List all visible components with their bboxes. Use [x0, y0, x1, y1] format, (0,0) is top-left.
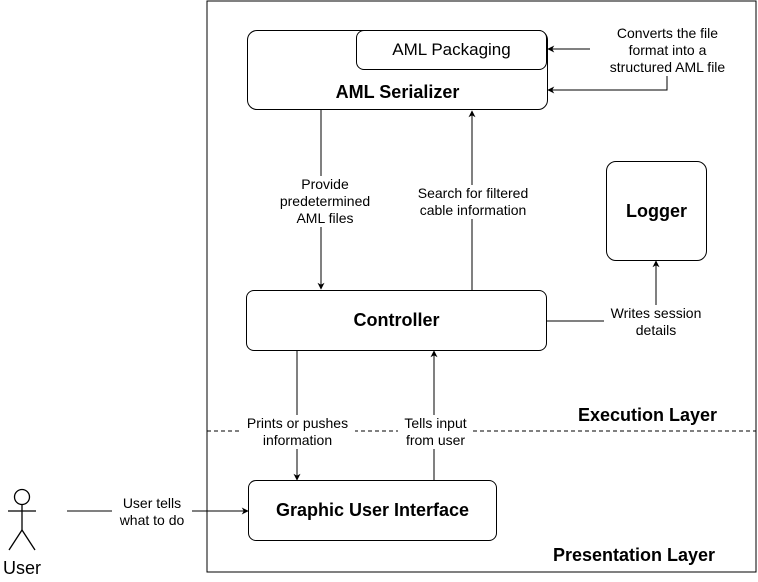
aml-serializer-label: AML Serializer	[335, 82, 460, 102]
edge-label-tells-input: Tells input from user	[398, 415, 473, 449]
edge-label-converts: Converts the file format into a structur…	[590, 25, 745, 76]
edge-converts-bottom	[547, 76, 668, 94]
logger-label: Logger	[626, 200, 687, 221]
presentation-layer-title: Presentation Layer	[553, 545, 716, 565]
edge-label-writes: Writes session details	[604, 305, 708, 339]
edge-label-user-tells: User tells what to do	[112, 495, 192, 529]
aml-packaging-label: AML Packaging	[392, 40, 511, 59]
user-actor-label: User	[2, 558, 41, 578]
aml-packaging-node[interactable]: AML Packaging	[356, 30, 547, 70]
controller-label: Controller	[353, 310, 440, 330]
controller-node[interactable]: Controller	[246, 290, 547, 351]
gui-node[interactable]: Graphic User Interface	[248, 480, 497, 541]
edge-label-search: Search for filtered cable information	[411, 185, 535, 219]
user-actor-icon	[8, 488, 36, 551]
gui-label: Graphic User Interface	[275, 500, 470, 520]
edge-label-prints: Prints or pushes information	[240, 415, 355, 449]
edge-label-provide: Provide predetermined AML files	[274, 176, 376, 227]
execution-layer-title: Execution Layer	[578, 405, 718, 425]
layer-frame	[206, 0, 757, 573]
logger-node[interactable]: Logger	[606, 161, 707, 261]
